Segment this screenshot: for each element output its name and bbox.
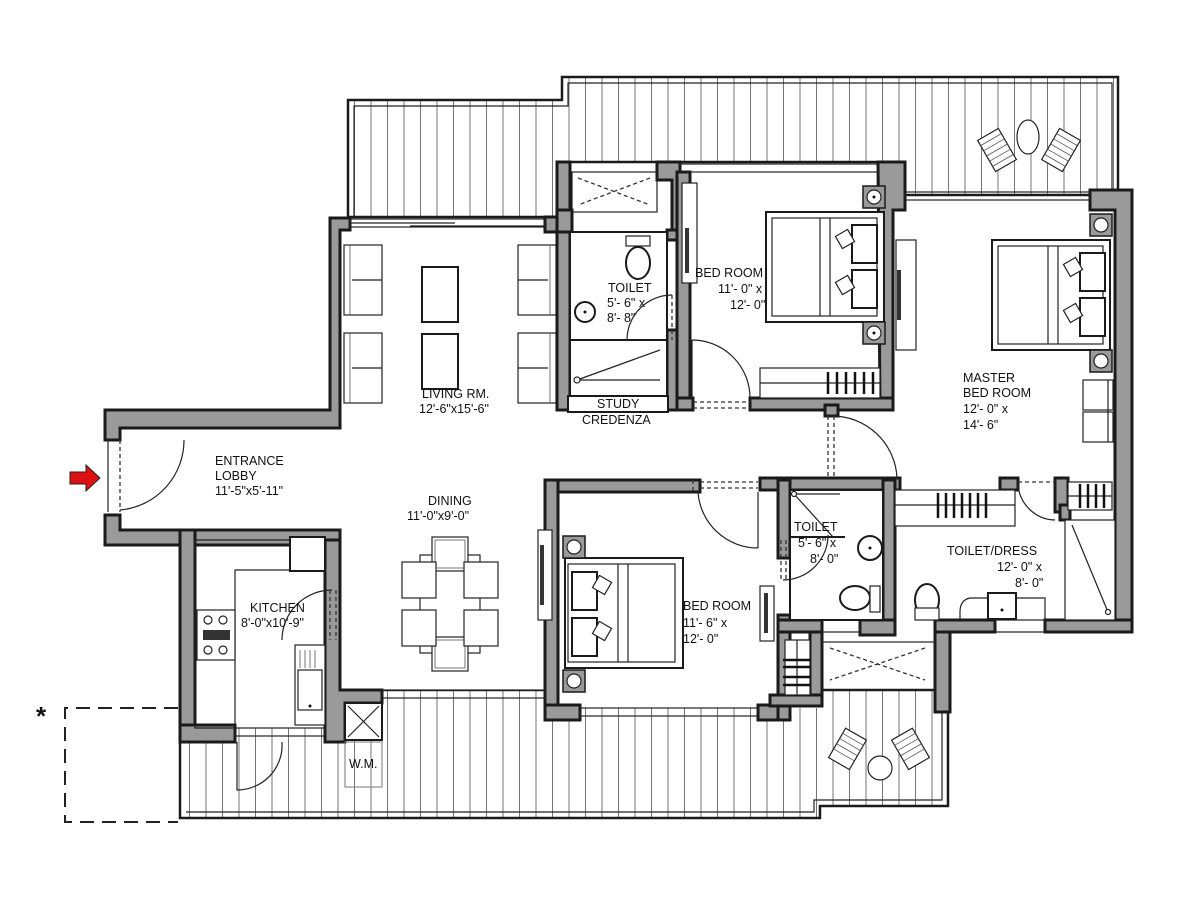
toilet-1-size-2: 8'- 8" bbox=[607, 311, 635, 325]
toilet-2 bbox=[780, 489, 884, 621]
sink-icon bbox=[297, 669, 323, 711]
toilet-1-size-1: 5'- 6" x bbox=[607, 296, 646, 310]
toilet-1-label: TOILET bbox=[608, 281, 652, 295]
toilet-bowl-icon bbox=[625, 246, 651, 280]
toilet-dress-size-2: 8'- 0" bbox=[1015, 576, 1043, 590]
toilet-dress-label: TOILET/DRESS bbox=[947, 544, 1037, 558]
bedroom-1-label: BED ROOM bbox=[695, 266, 763, 280]
bottom-balcony-furniture bbox=[827, 727, 931, 781]
dining-size: 11'-0"x9'-0" bbox=[407, 509, 469, 523]
entrance-lobby-label-2: LOBBY bbox=[215, 469, 257, 483]
master-bedroom bbox=[895, 213, 1114, 443]
dining-label: DINING bbox=[428, 494, 472, 508]
living-room-size: 12'-6"x15'-6" bbox=[419, 402, 489, 416]
kitchen-size: 8'-0"x10'-9" bbox=[241, 616, 304, 630]
study-label-2: CREDENZA bbox=[582, 413, 651, 427]
toilet-dress bbox=[894, 481, 1116, 621]
bedroom-1-size-2: 12'- 0" bbox=[730, 298, 765, 312]
toilet-1 bbox=[569, 171, 673, 399]
washbasin-icon bbox=[987, 592, 1017, 620]
bedroom-2-size-2: 12'- 0" bbox=[683, 632, 718, 646]
dining-table bbox=[401, 536, 499, 672]
bedroom-2-size-1: 11'- 6" x bbox=[683, 616, 728, 630]
windows bbox=[234, 163, 1091, 737]
toilet-2-size-1: 5'- 6" x bbox=[798, 536, 837, 550]
toilet-dress-size-1: 12'- 0" x bbox=[997, 560, 1043, 574]
bedroom-2-wardrobe bbox=[783, 639, 811, 696]
master-bedroom-size-1: 12'- 0" x bbox=[963, 402, 1009, 416]
living-room-label: LIVING RM. bbox=[422, 387, 489, 401]
bedroom-1-size-1: 11'- 0" x bbox=[718, 282, 763, 296]
entrance-lobby-label: ENTRANCE bbox=[215, 454, 284, 468]
kitchen-label: KITCHEN bbox=[250, 601, 305, 615]
washing-machine-label: W.M. bbox=[349, 757, 377, 771]
study-label: STUDY bbox=[597, 397, 640, 411]
study-credenza bbox=[567, 395, 669, 413]
bedroom-2 bbox=[537, 481, 775, 693]
bedroom-2-label: BED ROOM bbox=[683, 599, 751, 613]
entrance-lobby-size: 11'-5"x5'-11" bbox=[215, 484, 283, 498]
top-balcony-furniture bbox=[976, 119, 1082, 173]
master-door bbox=[827, 415, 898, 479]
optional-extension-outline bbox=[64, 707, 178, 823]
toilet-2-label: TOILET bbox=[794, 520, 838, 534]
footnote-asterisk: * bbox=[36, 701, 47, 731]
fridge-icon bbox=[289, 536, 326, 572]
bedroom-1 bbox=[681, 182, 886, 409]
toilet-bowl-icon bbox=[839, 585, 871, 611]
toilet-2-size-2: 8'- 0" bbox=[810, 552, 838, 566]
master-bedroom-label-2: BED ROOM bbox=[963, 386, 1031, 400]
room-labels: ENTRANCE LOBBY 11'-5"x5'-11" LIVING RM. … bbox=[215, 266, 1043, 771]
living-room-furniture bbox=[343, 244, 557, 404]
master-bedroom-size-2: 14'- 6" bbox=[963, 418, 998, 432]
master-bedroom-label: MASTER bbox=[963, 371, 1015, 385]
entry-arrow-icon bbox=[69, 463, 101, 493]
kitchen-fixtures bbox=[194, 536, 383, 791]
shaft bbox=[821, 641, 936, 691]
entrance-door bbox=[107, 439, 185, 512]
